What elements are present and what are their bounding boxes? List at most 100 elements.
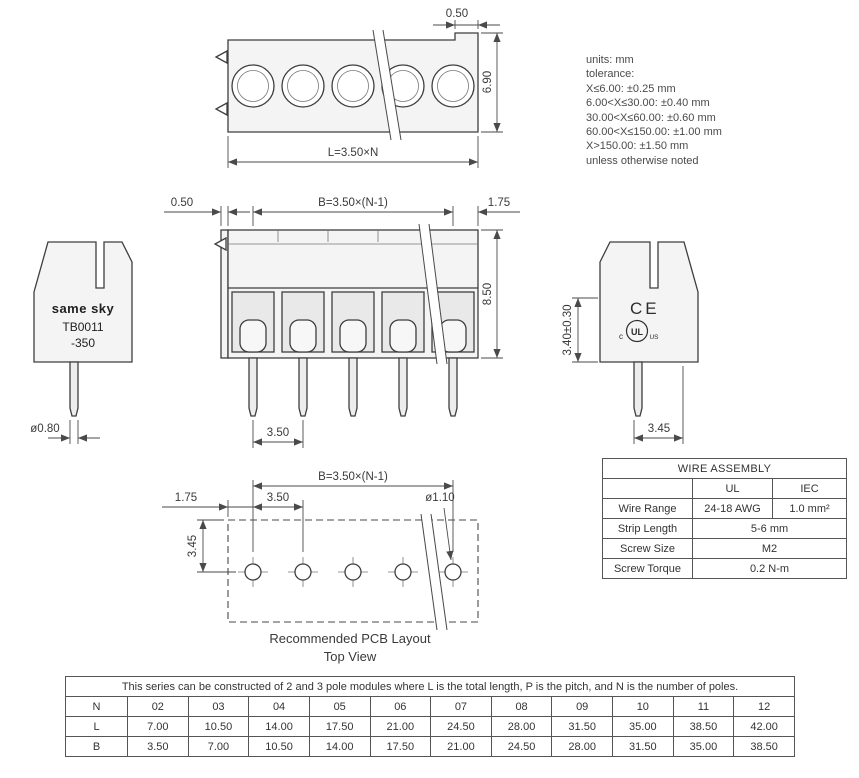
cell: 35.00 bbox=[612, 716, 674, 737]
row-header-l: L bbox=[65, 716, 128, 737]
top-view: 0.50 6.90 L=3.50×N bbox=[214, 8, 503, 168]
screw-size-label: Screw Size bbox=[602, 538, 693, 559]
series-table: This series can be constructed of 2 and … bbox=[65, 676, 795, 757]
dim-pcb-span: B=3.50×(N-1) bbox=[252, 471, 454, 552]
dim-label: B=3.50×(N-1) bbox=[318, 197, 388, 209]
dim-front-pitch: 3.50 bbox=[252, 420, 304, 448]
front-view: 0.50 B=3.50×(N-1) 1.75 8.50 3.50 bbox=[164, 197, 520, 448]
ce-mark-icon: CE bbox=[630, 299, 660, 318]
cell: 17.50 bbox=[369, 736, 432, 757]
wire-assembly-col-iec: IEC bbox=[771, 478, 848, 499]
part-suffix: -350 bbox=[71, 336, 95, 350]
cell: 14.00 bbox=[308, 736, 371, 757]
dim-label: 0.50 bbox=[171, 197, 193, 209]
right-side-pin bbox=[633, 361, 643, 417]
dim-front-left: 0.50 bbox=[164, 197, 250, 226]
cell: 09 bbox=[551, 696, 613, 717]
wire-range-label: Wire Range bbox=[602, 498, 693, 519]
svg-text:US: US bbox=[649, 334, 659, 341]
cell: 10 bbox=[612, 696, 674, 717]
dim-label: 1.75 bbox=[175, 492, 197, 504]
pcb-caption-line1: Recommended PCB Layout bbox=[269, 631, 431, 646]
dim-right-height: 3.40±0.30 bbox=[562, 297, 598, 363]
screw-size-value: M2 bbox=[691, 538, 848, 559]
cell: 14.00 bbox=[248, 716, 310, 737]
dim-label: 8.50 bbox=[482, 283, 494, 305]
cell: 38.50 bbox=[672, 716, 735, 737]
dim-pcb-hole-diameter: ø1.10 bbox=[425, 492, 455, 561]
dim-label: 6.90 bbox=[482, 71, 494, 93]
note-line: tolerance: bbox=[586, 68, 635, 81]
dim-top-height: 6.90 bbox=[481, 32, 503, 133]
dim-label: ø1.10 bbox=[425, 492, 454, 504]
key-mark-icon bbox=[213, 236, 227, 252]
cell: 24.50 bbox=[430, 716, 492, 737]
note-line: units: mm bbox=[586, 54, 634, 66]
note-line: X≤6.00: ±0.25 mm bbox=[586, 82, 676, 95]
cell: 42.00 bbox=[733, 716, 795, 737]
table-row-b: B 3.50 7.00 10.50 14.00 17.50 21.00 24.5… bbox=[65, 736, 795, 757]
wire-range-iec: 1.0 mm² bbox=[771, 498, 848, 519]
cell: 11 bbox=[672, 696, 735, 717]
cell: 05 bbox=[308, 696, 371, 717]
dim-label: 1.75 bbox=[488, 197, 510, 209]
tolerance-notes: units: mm tolerance: X≤6.00: ±0.25 mm 6.… bbox=[586, 53, 722, 168]
left-side-body bbox=[33, 241, 133, 363]
cell: 10.50 bbox=[187, 716, 250, 737]
note-line: unless otherwise noted bbox=[586, 154, 699, 167]
cell: 31.50 bbox=[551, 716, 613, 737]
pcb-layout: B=3.50×(N-1) 1.75 3.50 ø1.10 3.45 Recomm… bbox=[162, 471, 479, 664]
cell: 12 bbox=[733, 696, 795, 717]
dim-front-right: 1.75 bbox=[477, 197, 520, 226]
dim-front-height: 8.50 bbox=[481, 229, 503, 359]
pcb-outline bbox=[227, 519, 479, 623]
dim-label: 3.40±0.30 bbox=[562, 304, 574, 355]
ul-mark-icon: UL c US bbox=[619, 319, 659, 343]
key-mark-icon bbox=[214, 49, 228, 65]
dim-label: B=3.50×(N-1) bbox=[318, 471, 388, 483]
note-line: 6.00<X≤30.00: ±0.40 mm bbox=[586, 97, 710, 110]
row-header-n: N bbox=[65, 696, 128, 717]
dim-label: 3.45 bbox=[648, 423, 670, 435]
note-line: 60.00<X≤150.00: ±1.00 mm bbox=[586, 126, 722, 139]
dim-top-step: 0.50 bbox=[433, 8, 500, 29]
cell: 03 bbox=[187, 696, 250, 717]
dim-label: L=3.50×N bbox=[328, 147, 379, 159]
cell: 28.00 bbox=[551, 736, 613, 757]
cell: 3.50 bbox=[127, 736, 189, 757]
dim-top-length: L=3.50×N bbox=[227, 136, 479, 168]
strip-length-label: Strip Length bbox=[602, 518, 693, 539]
cell: 7.00 bbox=[127, 716, 189, 737]
dim-label: 3.50 bbox=[267, 427, 289, 439]
table-row-l: L 7.00 10.50 14.00 17.50 21.00 24.50 28.… bbox=[65, 716, 795, 737]
pcb-holes bbox=[238, 557, 468, 587]
wire-assembly-table: WIRE ASSEMBLY UL IEC Wire Range 24-18 AW… bbox=[601, 458, 848, 579]
cell: 08 bbox=[490, 696, 553, 717]
right-side-view: CE UL c US 3.40±0.30 3.45 bbox=[562, 241, 699, 444]
cell: 7.00 bbox=[187, 736, 250, 757]
svg-text:UL: UL bbox=[631, 327, 643, 337]
screw-torque-label: Screw Torque bbox=[602, 558, 693, 579]
cell: 38.50 bbox=[733, 736, 795, 757]
wire-range-ul: 24-18 AWG bbox=[692, 498, 773, 519]
row-header-b: B bbox=[65, 736, 128, 757]
series-table-note: This series can be constructed of 2 and … bbox=[65, 676, 795, 697]
screw-torque-value: 0.2 N-m bbox=[691, 558, 848, 579]
svg-text:c: c bbox=[619, 332, 623, 341]
cell: 07 bbox=[430, 696, 492, 717]
cell: 24.50 bbox=[490, 736, 553, 757]
dim-front-span: B=3.50×(N-1) bbox=[252, 197, 454, 226]
dim-pcb-row-offset: 3.45 bbox=[187, 519, 236, 573]
strip-length-value: 5-6 mm bbox=[691, 518, 848, 539]
right-side-body bbox=[599, 241, 699, 363]
screw-hole-circles bbox=[231, 64, 475, 108]
dim-right-pin-offset: 3.45 bbox=[633, 366, 684, 444]
cell: 28.00 bbox=[490, 716, 553, 737]
cell: 17.50 bbox=[308, 716, 371, 737]
left-side-view: same sky TB0011 -350 ø0.80 bbox=[30, 241, 133, 444]
table-row-n: N 02 03 04 05 06 07 08 09 10 11 12 bbox=[65, 696, 795, 717]
dim-pin-diameter: ø0.80 bbox=[30, 420, 100, 444]
cell: 02 bbox=[127, 696, 189, 717]
